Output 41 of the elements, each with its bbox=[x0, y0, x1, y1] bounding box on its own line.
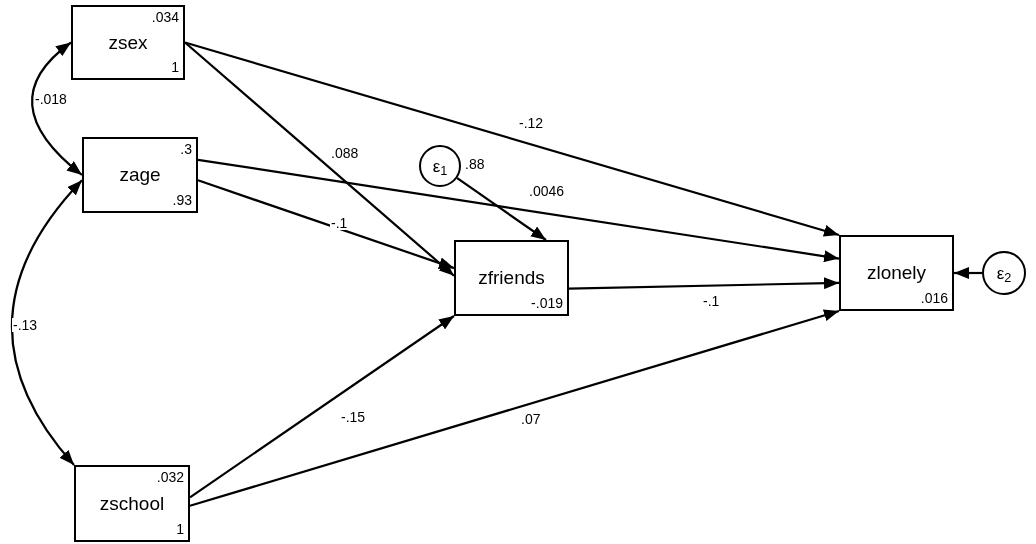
variable-box bbox=[454, 240, 569, 316]
curved-double-arrow bbox=[10, 179, 83, 466]
variance-value: .88 bbox=[465, 157, 485, 171]
variance-value: 1 bbox=[171, 60, 179, 74]
edge-label: -.1 bbox=[330, 216, 349, 230]
variance-value: .93 bbox=[172, 193, 192, 207]
intercept-value: .034 bbox=[151, 10, 179, 24]
arrow bbox=[184, 41, 840, 237]
variable-box bbox=[71, 5, 185, 80]
variable-name: zsex bbox=[107, 32, 149, 52]
edge-label: -.018 bbox=[34, 92, 68, 106]
edge-label: -.15 bbox=[340, 410, 367, 424]
error-term-label: ε$_{1}$ bbox=[432, 157, 448, 175]
arrow bbox=[189, 315, 455, 499]
variable-box bbox=[74, 465, 190, 542]
variance-value: -.019 bbox=[531, 296, 563, 310]
arrow bbox=[197, 179, 455, 270]
variance-value: .016 bbox=[920, 291, 948, 305]
arrow bbox=[456, 177, 547, 241]
variable-box bbox=[82, 137, 198, 213]
edge-label: .0046 bbox=[528, 184, 566, 198]
arrow bbox=[568, 277, 840, 290]
intercept-value: .3 bbox=[180, 142, 192, 156]
variance-value: 1 bbox=[176, 522, 184, 536]
variable-name: zlonely bbox=[865, 263, 928, 282]
edge-label: .07 bbox=[520, 412, 542, 426]
error-term-label: ε$_{2}$ bbox=[996, 264, 1012, 282]
curved-double-arrow bbox=[31, 41, 83, 176]
arrow bbox=[954, 267, 982, 279]
arrow bbox=[197, 158, 840, 263]
edge-label: -.12 bbox=[518, 116, 545, 130]
arrow bbox=[184, 41, 455, 277]
edge-label: .088 bbox=[330, 146, 360, 160]
variable-name: zfriends bbox=[477, 268, 546, 287]
edge-label: -.1 bbox=[702, 294, 721, 308]
arrow bbox=[189, 309, 840, 507]
intercept-value: .032 bbox=[156, 470, 184, 484]
variable-box bbox=[839, 235, 954, 311]
variable-name: zage bbox=[118, 165, 162, 184]
edge-label: -.13 bbox=[12, 318, 39, 332]
variable-name: zschool bbox=[98, 493, 166, 513]
